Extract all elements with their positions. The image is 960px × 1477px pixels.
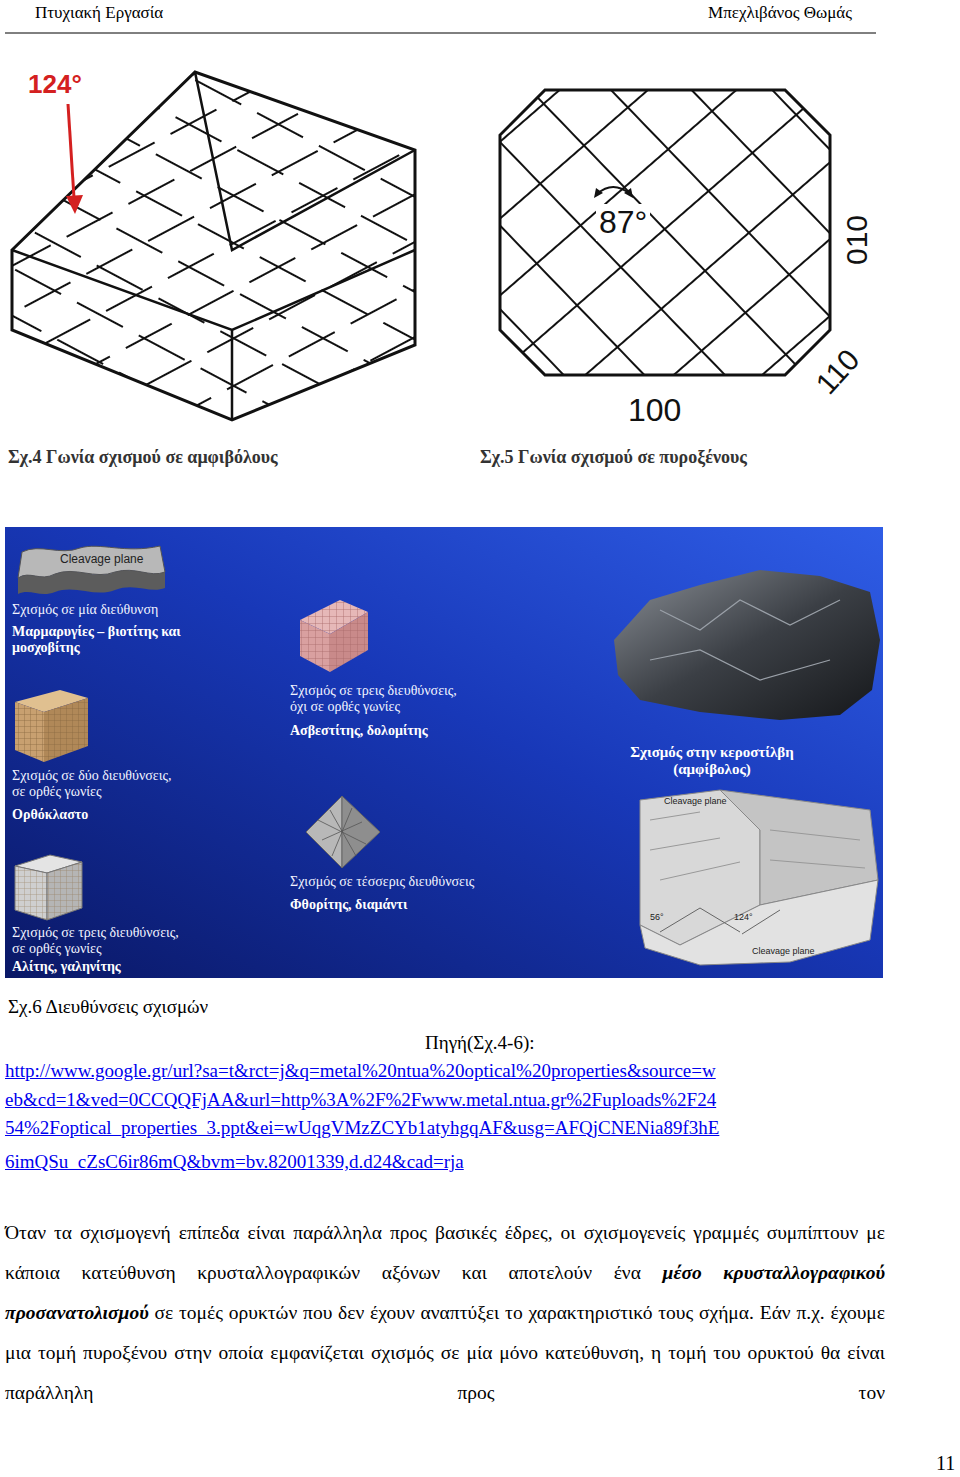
hornblende-specimen (614, 570, 880, 720)
cleavage-plane-label: Cleavage plane (752, 946, 815, 956)
body-paragraph: Όταν τα σχισμογενή επίπεδα είναι παράλλη… (5, 1213, 885, 1413)
angle-arc (594, 187, 633, 198)
figure-caption: Σχ.4 Γωνία σχισμού σε αμφιβόλους (8, 447, 278, 468)
halite-cube (15, 855, 82, 920)
cleavage-type: Σχισμός σε μία διεύθυνση (12, 602, 158, 618)
figure-caption: Σχ.6 Διευθύνσεις σχισμών (8, 996, 208, 1018)
orthoclase-block (15, 690, 88, 762)
mineral-names: Μαρμαρυγίες – βιοτίτης και μοσχοβίτης (12, 624, 195, 656)
pyroxene-section (490, 80, 840, 385)
fluorite-octahedron (306, 796, 380, 868)
cleavage-type: Σχισμός σε δύο διευθύνσεις, σε ορθές γων… (12, 768, 179, 800)
calcite-rhombohedron (300, 600, 368, 672)
cleavage-heading: Σχισμός στην κεροστίλβη (αμφίβολος) (626, 744, 798, 779)
cleavage-plane-label: Cleavage plane (664, 796, 727, 806)
crystal-face-index: 110 (809, 343, 867, 402)
crystal-face-index: 100 (628, 392, 681, 429)
hornblende-cleavage-figure (640, 790, 878, 965)
mineral-names: Ορθόκλαστο (12, 807, 88, 823)
source-url: http://www.google.gr/url?sa=t&rct=j&q=me… (5, 1060, 716, 1082)
page-number: 11 (936, 1452, 955, 1475)
cleavage-type: Σχισμός σε τρεις διευθύνσεις, όχι σε ορθ… (290, 683, 467, 715)
crystal-face-index: 010 (840, 215, 875, 265)
header-rule (5, 33, 876, 34)
figure-caption: Σχ.5 Γωνία σχισμού σε πυροξένους (480, 447, 747, 468)
angle-value: 56° (650, 912, 664, 922)
mineral-names: Ασβεστίτης, δολομίτης (290, 723, 428, 739)
cleavage-type: Σχισμός σε τέσσερις διευθύνσεις (290, 874, 474, 890)
running-header: Μπεχλιβάνος Θωμάς (708, 3, 852, 23)
slide-ground (5, 527, 883, 978)
angle-arrow (66, 104, 83, 214)
angle-value: 124° (28, 70, 82, 100)
angle-value: 124° (734, 912, 753, 922)
cleavage-plane-label: Cleavage plane (60, 553, 143, 567)
mica-plate (18, 546, 165, 594)
source-url: eb&cd=1&ved=0CCQQFjAA&url=http%3A%2F%2Fw… (5, 1089, 716, 1111)
source-label: Πηγή(Σχ.4-6): (425, 1032, 535, 1054)
cleavage-type: Σχισμός σε τρεις διευθύνσεις, σε ορθές γ… (12, 925, 183, 957)
mineral-names: Φθορίτης, διαμάντι (290, 897, 407, 913)
mineral-names: Αλίτης, γαληνίτης (12, 959, 121, 975)
source-url: 54%2Foptical_properties_3.ppt&ei=wUqgVMz… (5, 1117, 719, 1139)
amphibole-crystal (0, 60, 430, 430)
angle-value: 87° (596, 204, 650, 241)
running-header: Πτυχιακή Εργασία (35, 3, 163, 23)
source-url: 6imQSu_cZsC6ir86mQ&bvm=bv.82001339,d.d24… (5, 1151, 464, 1173)
